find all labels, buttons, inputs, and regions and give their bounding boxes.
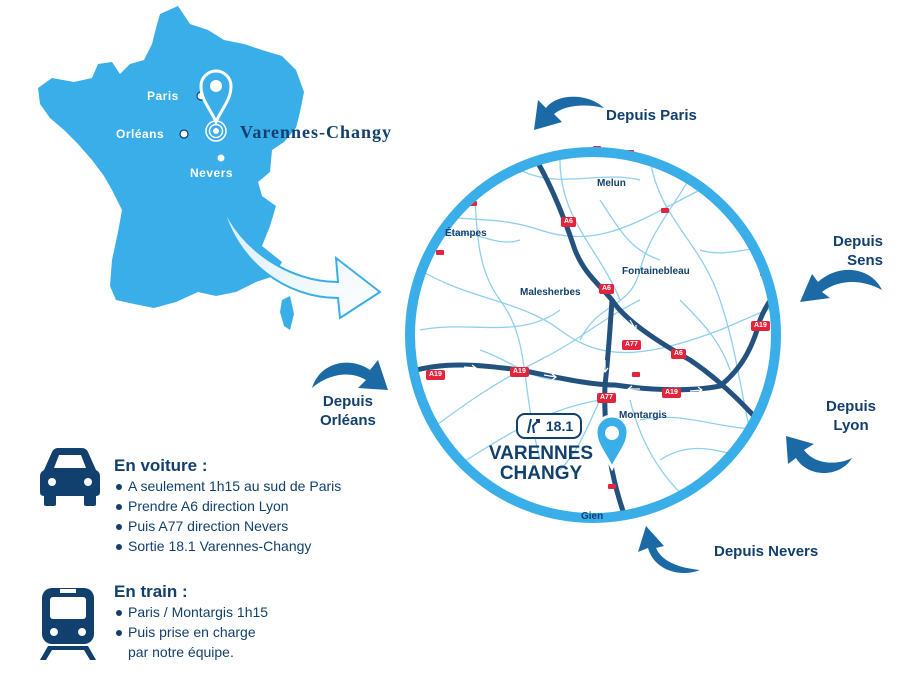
highway-badge-a19: A19: [510, 367, 529, 377]
highway-badge-a6: A6: [671, 349, 686, 359]
arrow-nevers: [638, 526, 700, 574]
town-fontainebleau: Fontainebleau: [622, 266, 690, 277]
corsica-map: [280, 296, 294, 330]
town-melun: Melun: [597, 178, 626, 189]
list-item: Puis prise en charge: [114, 622, 268, 642]
exit-icon: [526, 418, 540, 434]
highway-badge-a19: A19: [751, 321, 770, 331]
car-section: En voiture : A seulement 1h15 au sud de …: [114, 456, 341, 556]
train-list: Paris / Montargis 1h15 Puis prise en cha…: [114, 602, 268, 662]
car-list: A seulement 1h15 au sud de Paris Prendre…: [114, 476, 341, 556]
train-icon: [40, 588, 96, 660]
arrow-sens: [800, 269, 882, 302]
destination-label-map: VARENNES CHANGY: [488, 443, 594, 484]
exit-badge: 18.1: [516, 413, 582, 439]
list-item: par notre équipe.: [128, 644, 234, 660]
list-item: Puis A77 direction Nevers: [114, 516, 341, 536]
location-pin-icon: [199, 69, 233, 126]
map-circle-bg: [410, 152, 776, 518]
arrow-paris: [534, 96, 604, 130]
town-gien: Gien: [581, 511, 604, 522]
car-title: En voiture :: [114, 456, 208, 475]
exit-number: 18.1: [545, 418, 574, 434]
list-item: A seulement 1h15 au sud de Paris: [114, 476, 341, 496]
car-icon: [40, 448, 100, 506]
map-circle-border: [405, 147, 781, 523]
highway-badge-a6: A6: [561, 217, 576, 227]
highway-badge-a6: A6: [599, 284, 614, 294]
arrow-lyon: [786, 436, 852, 473]
city-label-orleans: Orléans: [116, 127, 165, 141]
arrow-orleans: [312, 360, 388, 390]
city-label-paris: Paris: [147, 89, 179, 103]
highway-badge-a77: A77: [597, 393, 616, 403]
city-label-nevers: Nevers: [190, 166, 234, 180]
town-malesherbes: Malesherbes: [520, 287, 581, 298]
highway-badge-a19: A19: [426, 370, 445, 380]
highway-badge-a77: A77: [622, 340, 641, 350]
list-item: Prendre A6 direction Lyon: [114, 496, 341, 516]
train-title: En train :: [114, 582, 188, 601]
direction-nevers: Depuis Nevers: [714, 543, 819, 560]
direction-paris: Depuis Paris: [606, 107, 697, 124]
nevers-dot: [217, 154, 225, 162]
train-section: En train : Paris / Montargis 1h15 Puis p…: [114, 582, 268, 662]
destination-pin-icon: [594, 414, 630, 472]
orleans-dot: [179, 129, 189, 139]
highway-badge-a19: A19: [662, 388, 681, 398]
list-item: Sortie 18.1 Varennes-Changy: [114, 536, 341, 556]
town-montargis: Montargis: [619, 410, 667, 421]
town-etampes: Étampes: [445, 228, 487, 239]
pointer-arrow: [221, 203, 382, 320]
highway-arrows: [463, 319, 703, 394]
destination-label: Varennes-Changy: [240, 122, 393, 142]
list-item: Paris / Montargis 1h15: [114, 602, 268, 622]
